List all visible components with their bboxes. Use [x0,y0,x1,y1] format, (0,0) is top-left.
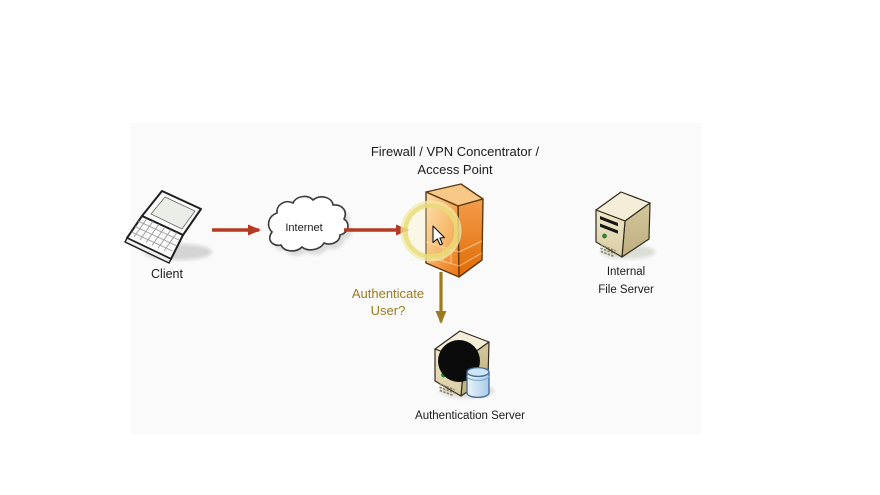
diagram-stage [130,123,702,434]
internal-file-server-label-line1: Internal [606,266,646,278]
client-label: Client [151,267,183,281]
laptop-icon [124,190,212,264]
firewall-title: Firewall / VPN Concentrator / Access Poi… [371,143,539,179]
firewall-title-line1: Firewall / VPN Concentrator / [370,144,540,159]
annotation-line1: Authenticate [351,286,425,301]
internet-label: Internet [285,222,323,234]
auth-server-icon [435,331,494,398]
internal-file-server-label-line2: File Server [598,284,654,296]
authentication-server-label: Authentication Server [415,410,525,422]
database-cylinder-icon [466,366,490,399]
internal-file-server-label: Internal File Server [598,263,654,299]
server-tower-icon [596,192,655,259]
mouse-cursor-icon [432,225,446,246]
authenticate-user-annotation: Authenticate User? [352,285,424,319]
cloud-icon [267,195,352,256]
highlight-circle-icon [400,200,462,262]
annotation-line2: User? [370,303,406,318]
firewall-title-line2: Access Point [417,162,493,177]
